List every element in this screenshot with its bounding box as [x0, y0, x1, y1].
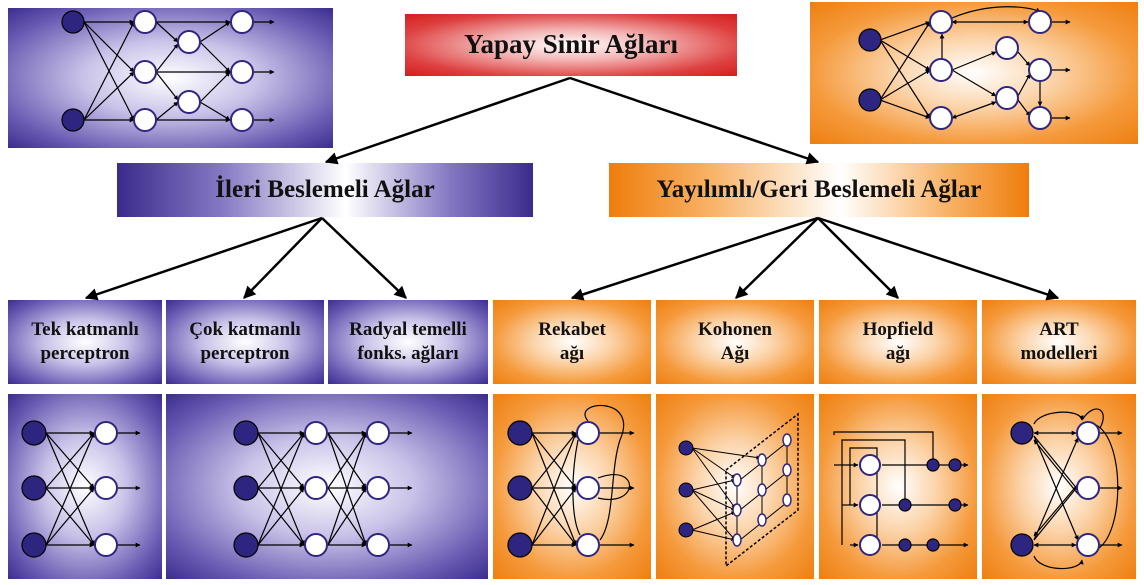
arrow-root-to-feedback	[569, 76, 820, 165]
feedforward-example-box	[8, 8, 333, 148]
type-label: Radyal temelli	[349, 319, 467, 341]
feedforward-label: İleri Beslemeli Ağlar	[215, 176, 435, 204]
arrow-ff-to-multi	[243, 217, 323, 299]
feedback-label: Yayılımlı/Geri Beslemeli Ağlar	[656, 176, 982, 204]
arrow-fb-to-art	[817, 216, 1060, 301]
arrow-ff-to-radial	[321, 217, 407, 299]
type-label: Çok katmanlı	[189, 319, 301, 341]
type-label: ART	[1039, 319, 1079, 341]
arrow-fb-to-competitive	[570, 216, 819, 301]
type-label: Kohonen	[698, 319, 772, 341]
feedforward-category: İleri Beslemeli Ağlar	[117, 163, 533, 217]
root-title: Yapay Sinir Ağları	[463, 29, 679, 60]
arrow-ff-to-single	[84, 216, 323, 301]
feedback-example-box	[810, 2, 1138, 144]
arrow-fb-to-kohonen	[735, 217, 819, 299]
competitive-diagram-box	[493, 394, 651, 579]
single-layer-diagram-box	[8, 394, 162, 579]
feedback-category: Yayılımlı/Geri Beslemeli Ağlar	[609, 163, 1029, 217]
root-title-box: Yapay Sinir Ağları	[405, 14, 737, 76]
type-label: Tek katmanlı	[31, 319, 139, 341]
arrow-fb-to-hopfield	[817, 217, 899, 299]
type-label: perceptron	[200, 343, 290, 364]
kohonen-diagram-box	[656, 394, 814, 579]
art-diagram-box	[982, 394, 1136, 579]
type-label: Hopfield	[862, 319, 934, 341]
multi-layer-diagram-box	[166, 394, 488, 579]
type-label: Rekabet	[538, 319, 606, 341]
arrow-root-to-feedforward	[324, 76, 571, 165]
type-label: fonks. ağları	[357, 343, 459, 364]
type-label: modelleri	[1020, 343, 1098, 364]
type-label: Ağı	[720, 343, 750, 364]
type-label: ağı	[885, 343, 911, 364]
type-label: perceptron	[40, 343, 130, 364]
hopfield-diagram-box	[819, 394, 977, 579]
type-label: ağı	[559, 343, 585, 364]
